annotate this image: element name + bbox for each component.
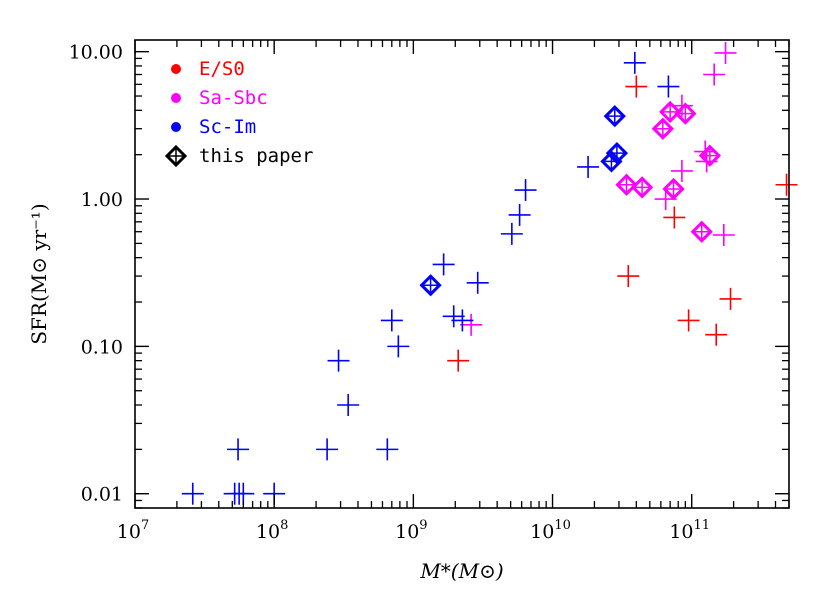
legend-label: Sc-Im (199, 116, 256, 138)
data-point-sc-im (337, 394, 360, 417)
x-tick-label: 1010 (530, 518, 571, 543)
data-point-sc-im (227, 438, 250, 461)
data-point-sc-im (376, 438, 399, 461)
data-point-e-s0 (677, 309, 700, 332)
legend-dot (171, 122, 181, 132)
data-point-sc-im (451, 309, 474, 332)
data-point-e-s0 (447, 349, 470, 372)
data-point-this-paper (662, 177, 685, 201)
data-point-e-s0 (775, 173, 798, 196)
y-tick-label: 10.00 (69, 42, 123, 64)
data-point-sc-im (623, 51, 646, 74)
data-point-e-s0 (719, 287, 742, 310)
data-point-sc-im (442, 305, 465, 328)
data-point-sc-im (387, 335, 410, 358)
data-point-sc-im (466, 271, 489, 294)
legend-entry: Sa-Sbc (171, 87, 268, 109)
data-point-this-paper (698, 144, 721, 167)
data-point-e-s0 (617, 265, 640, 288)
y-tick-label: 1.00 (81, 189, 123, 211)
y-tick-label: 0.01 (81, 484, 123, 506)
data-point-this-paper (615, 173, 638, 196)
plot-frame (134, 39, 790, 509)
data-point-sa-sbc (714, 41, 737, 64)
x-tick-label: 1011 (669, 518, 710, 543)
data-point-sc-im (500, 222, 523, 245)
data-point-sc-im (181, 482, 204, 505)
x-tick-label: 107 (117, 518, 149, 543)
legend-dot (171, 64, 181, 74)
data-point-sc-im (327, 349, 350, 372)
legend-dot (171, 93, 181, 103)
data-point-sa-sbc (712, 223, 735, 246)
data-point-this-paper (651, 117, 674, 140)
plot-area (181, 41, 798, 505)
data-point-sc-im (432, 253, 455, 276)
data-point-sc-im (514, 179, 537, 202)
data-point-this-paper (419, 274, 442, 297)
legend-diamond-marker (164, 144, 188, 168)
data-point-sc-im (657, 75, 680, 98)
data-point-sc-im (316, 438, 339, 461)
legend-entry: Sc-Im (171, 116, 256, 138)
data-point-this-paper (674, 102, 697, 125)
legend-label: E/S0 (199, 58, 245, 80)
data-point-sa-sbc (670, 159, 693, 182)
x-axis-title: M*(M⊙) (419, 559, 503, 583)
data-point-sc-im (508, 203, 531, 226)
legend-entry: E/S0 (171, 58, 245, 80)
data-point-sc-im (577, 155, 600, 178)
data-point-this-paper (690, 220, 713, 243)
data-point-e-s0 (705, 323, 728, 346)
data-point-sa-sbc (460, 313, 483, 336)
data-point-sc-im (380, 309, 403, 332)
data-point-sa-sbc (703, 63, 726, 86)
data-point-e-s0 (663, 206, 686, 229)
y-axis-title: SFR(M⊙ yr⁻¹) (27, 203, 51, 344)
x-tick-label: 109 (395, 518, 427, 543)
legend-label: Sa-Sbc (199, 87, 268, 109)
legend-entry: this paper (164, 144, 313, 168)
data-point-this-paper (603, 105, 626, 128)
x-tick-label: 108 (256, 518, 288, 543)
data-point-e-s0 (625, 75, 648, 98)
axes: 107 108 109 1010 1011 0.01 0.10 1.00 10.00M*(M⊙)… (27, 39, 790, 583)
legend-label: this paper (199, 145, 313, 167)
data-point-this-paper (630, 176, 654, 199)
data-point-this-paper (605, 141, 629, 165)
y-tick-label: 0.10 (81, 336, 123, 358)
